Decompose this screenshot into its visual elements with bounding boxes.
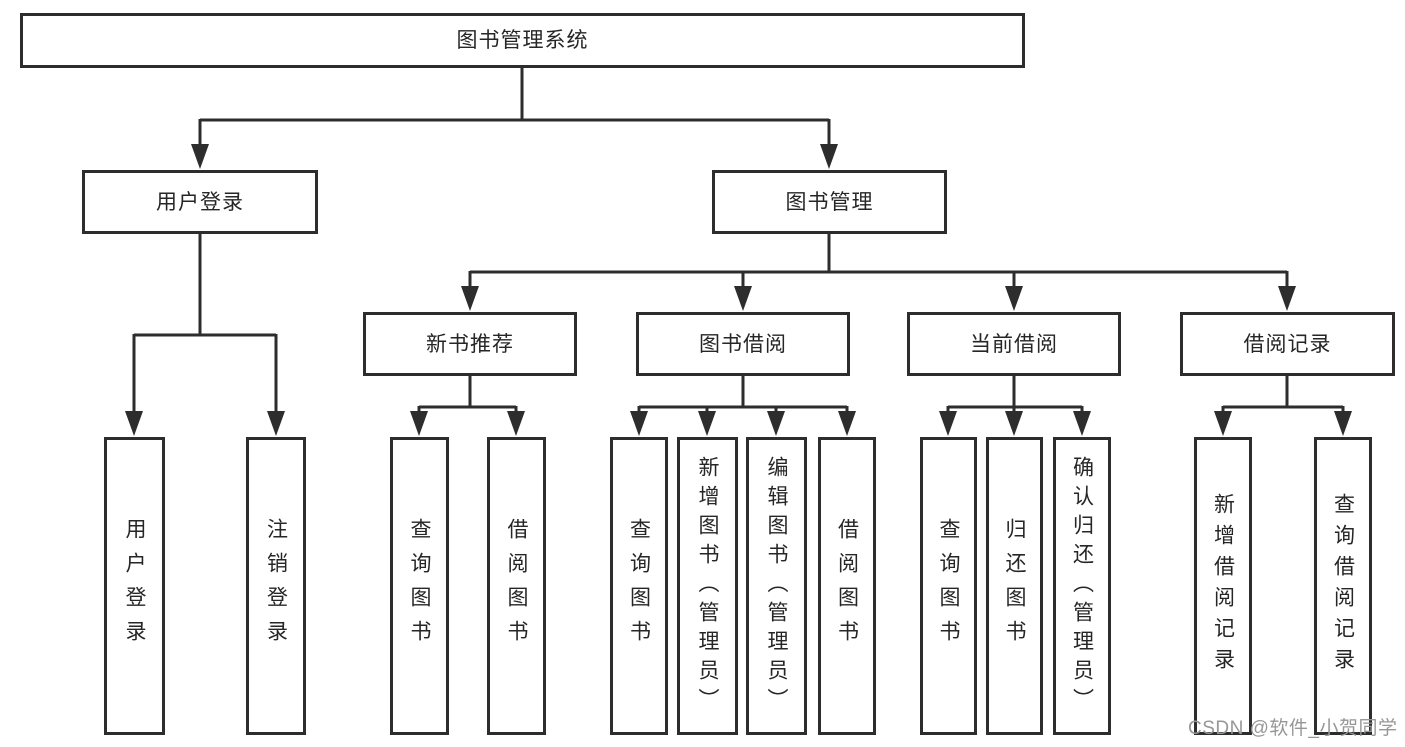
node-borrowing-records: 借阅记录 (1180, 312, 1395, 376)
node-root: 图书管理系统 (20, 13, 1025, 68)
leaf-query-borrowing-record: 查询借阅记录 (1314, 437, 1372, 735)
node-current-borrowing: 当前借阅 (907, 312, 1121, 376)
node-book-management: 图书管理 (712, 170, 947, 234)
connector-book-borrowing-to-leaves (630, 376, 856, 436)
leaf-query-books-borrowing: 查询图书 (610, 437, 668, 735)
leaf-confirm-return-admin: 确认归还（管理员） (1053, 437, 1111, 735)
leaf-borrow-books-borrowing: 借阅图书 (818, 437, 876, 735)
leaf-logout: 注销登录 (246, 437, 306, 735)
node-new-book-recommendation: 新书推荐 (363, 312, 577, 376)
connector-root-to-level2 (191, 68, 838, 169)
leaf-query-books-recommend: 查询图书 (390, 437, 449, 735)
leaf-borrow-books-recommend: 借阅图书 (487, 437, 546, 735)
connector-new-book-to-leaves (410, 376, 525, 436)
leaf-query-books-current: 查询图书 (920, 437, 977, 735)
leaf-edit-books-admin: 编辑图书（管理员） (746, 437, 807, 735)
watermark: CSDN @软件_小贺同学 (1188, 718, 1398, 739)
connector-user-login-to-leaves (125, 234, 285, 436)
leaf-return-books: 归还图书 (986, 437, 1043, 735)
connector-current-borrowing-to-leaves (939, 376, 1091, 436)
leaf-user-login: 用户登录 (104, 437, 165, 735)
leaf-add-borrowing-record: 新增借阅记录 (1194, 437, 1252, 735)
node-user-login: 用户登录 (82, 170, 318, 234)
node-book-borrowing: 图书借阅 (636, 312, 850, 376)
connector-book-management-to-sections (461, 234, 1296, 311)
leaf-add-books-admin: 新增图书（管理员） (677, 437, 738, 735)
connector-borrowing-records-to-leaves (1214, 376, 1352, 436)
